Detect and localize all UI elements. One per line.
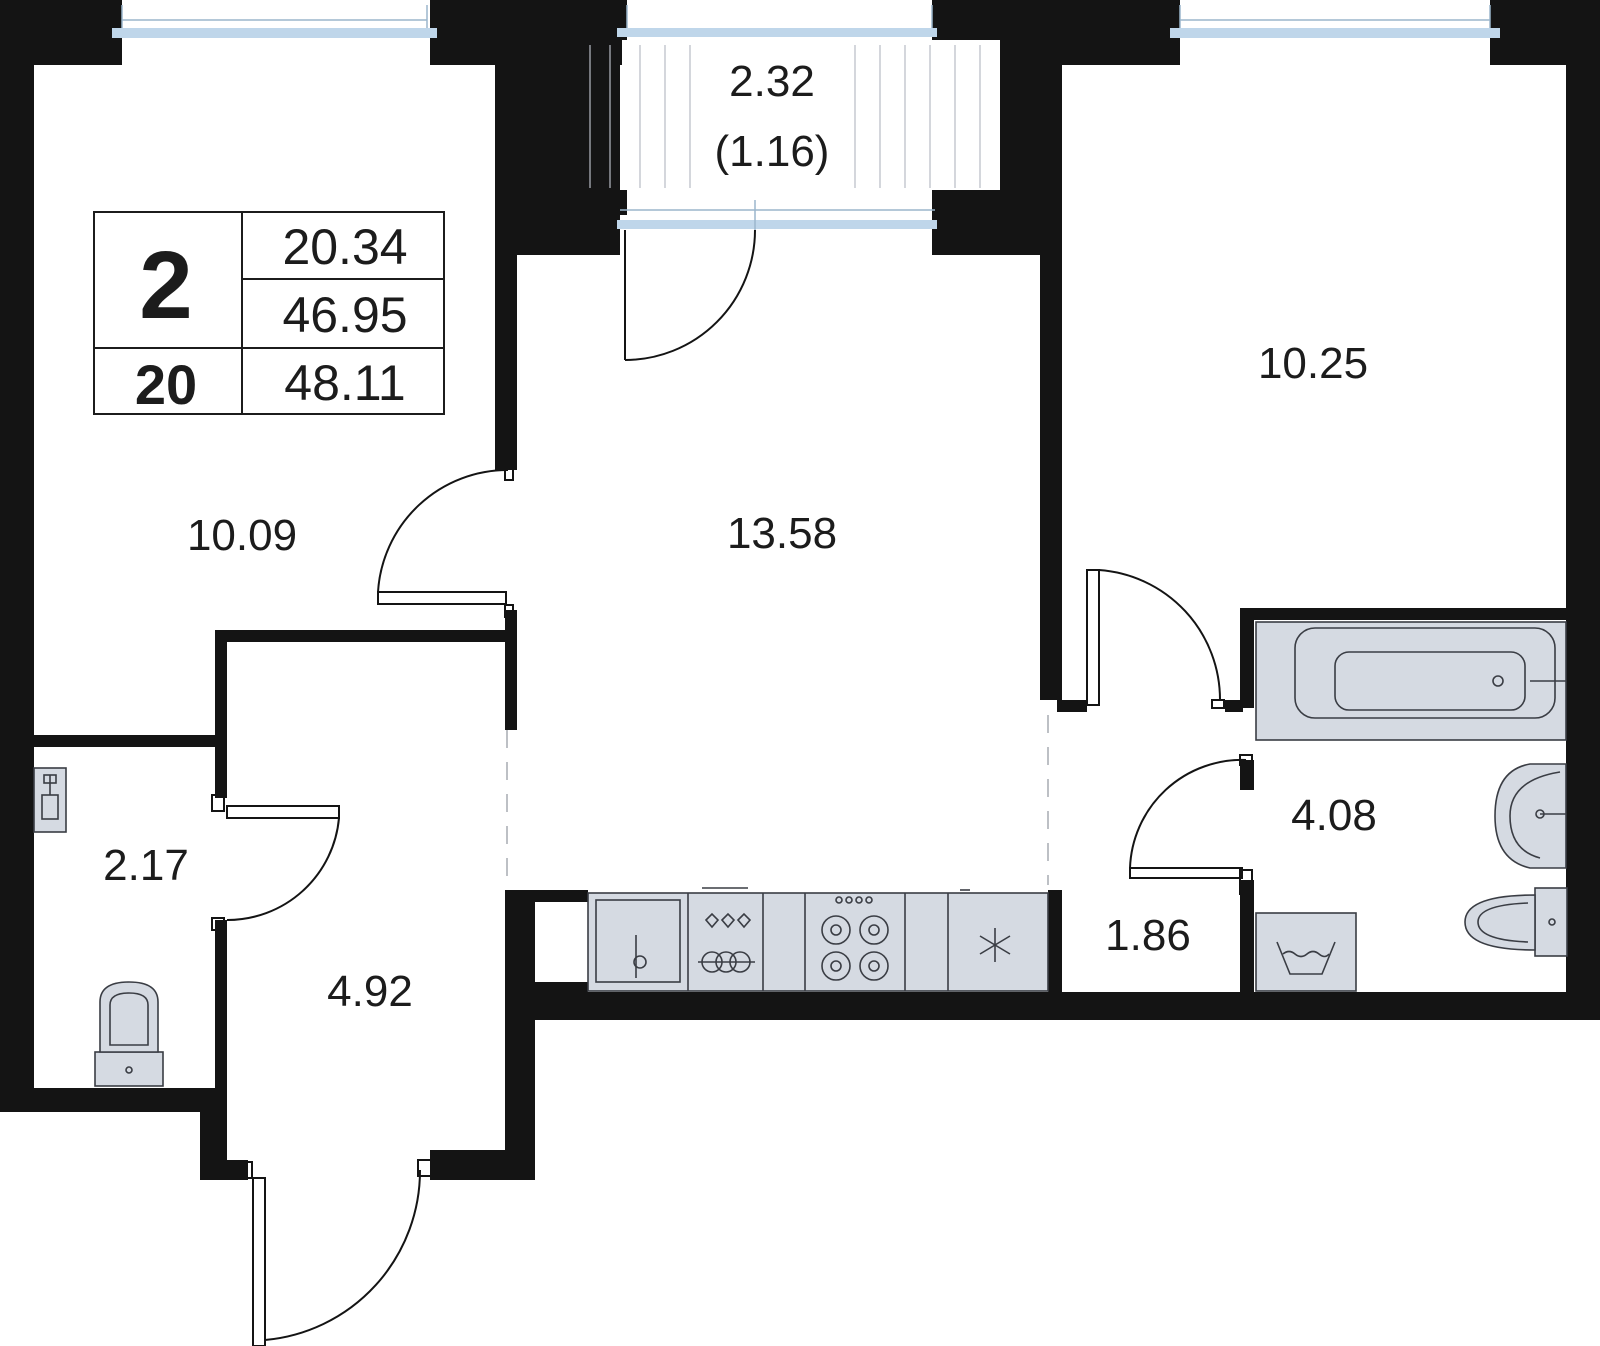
kitchen-counter <box>587 887 1049 992</box>
apartment-info-box: 2 20 20.34 46.95 48.11 <box>93 211 445 416</box>
total-area-with-balcony: 48.11 <box>284 355 405 411</box>
washing-machine-icon <box>1255 912 1357 992</box>
room-area-hall: 1.86 <box>1105 911 1191 960</box>
door-bathroom <box>1129 758 1247 869</box>
wc-toilet-icon <box>94 981 164 1087</box>
room-area-bedroom-left: 10.09 <box>187 511 297 560</box>
room-labels: 10.09 13.58 10.25 2.32 (1.16) 4.08 1.86 … <box>103 57 1377 1016</box>
wc-sink-icon <box>33 767 67 833</box>
toilet-icon <box>1464 887 1568 957</box>
floor-number: 20 <box>135 353 197 416</box>
window-right <box>1170 28 1500 38</box>
door-bedroom-left <box>377 468 509 593</box>
doors <box>211 229 1253 1346</box>
room-area-living-kitchen: 13.58 <box>727 509 837 558</box>
door-entrance <box>264 1169 422 1341</box>
door-balcony <box>624 229 756 361</box>
fridge-snowflake-icon <box>960 889 1011 962</box>
walls <box>0 0 1600 1180</box>
room-area-wc: 2.17 <box>103 841 189 890</box>
balcony-railing <box>589 45 981 188</box>
window-balcony-outer <box>617 28 937 37</box>
living-area: 20.34 <box>282 219 407 275</box>
washbasin-icon <box>1494 763 1567 869</box>
windows <box>112 5 1500 232</box>
room-area-balcony-reduced: (1.16) <box>715 127 830 176</box>
room-area-bedroom-right: 10.25 <box>1258 339 1368 388</box>
window-balcony-inner <box>617 220 937 229</box>
rooms-count: 2 <box>139 232 192 339</box>
door-wc <box>226 817 340 922</box>
room-area-balcony: 2.32 <box>729 57 815 106</box>
door-bedroom-right <box>1098 569 1222 701</box>
room-area-bathroom: 4.08 <box>1291 791 1377 840</box>
bathtub-icon <box>1255 621 1567 741</box>
kitchen-sink-icon <box>595 899 681 983</box>
dishwasher-icon <box>698 887 755 973</box>
total-area: 46.95 <box>282 287 407 343</box>
window-left <box>112 28 437 38</box>
zone-separators <box>506 715 1049 885</box>
cooktop-icon <box>821 896 889 981</box>
room-area-entrance: 4.92 <box>327 967 413 1016</box>
